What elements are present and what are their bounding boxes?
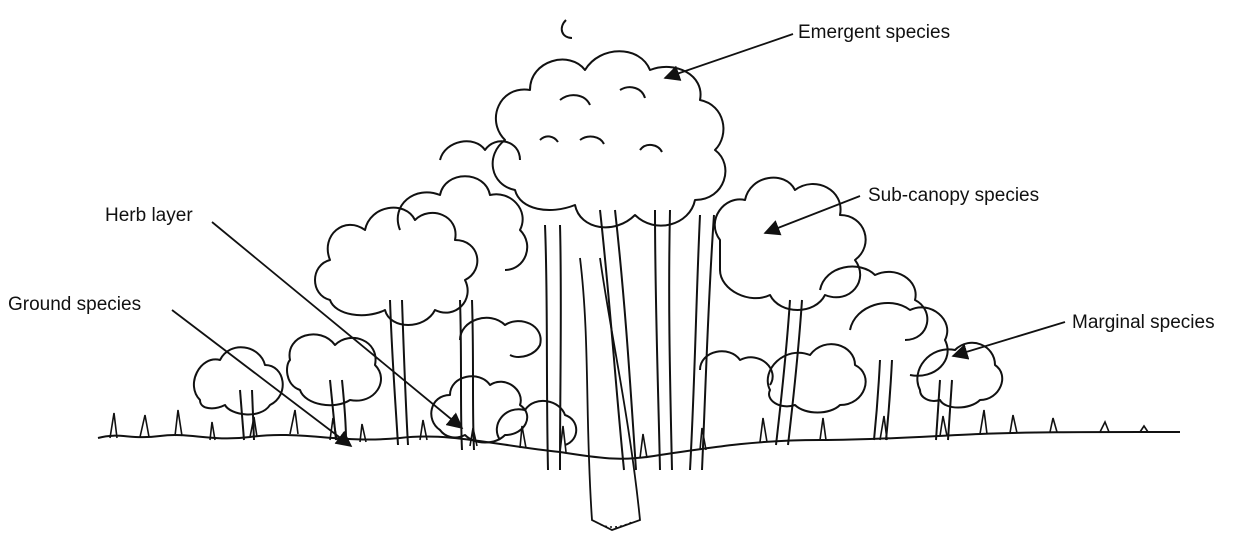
ground-line: [98, 432, 1180, 459]
emergent-species-label: Emergent species: [798, 23, 950, 42]
marginal-leader: [953, 322, 1065, 356]
tree-trunks: [240, 210, 952, 470]
herb-layer-leader: [212, 222, 462, 428]
sub-canopy-leader: [765, 196, 860, 233]
herb-layer-label: Herb layer: [105, 206, 193, 225]
emergent-leader: [665, 34, 793, 78]
ground-leader: [172, 310, 351, 446]
tree-crowns: [194, 20, 1002, 445]
ground-species-label: Ground species: [8, 295, 141, 314]
marginal-species-label: Marginal species: [1072, 313, 1215, 332]
sub-canopy-species-label: Sub-canopy species: [868, 186, 1039, 205]
